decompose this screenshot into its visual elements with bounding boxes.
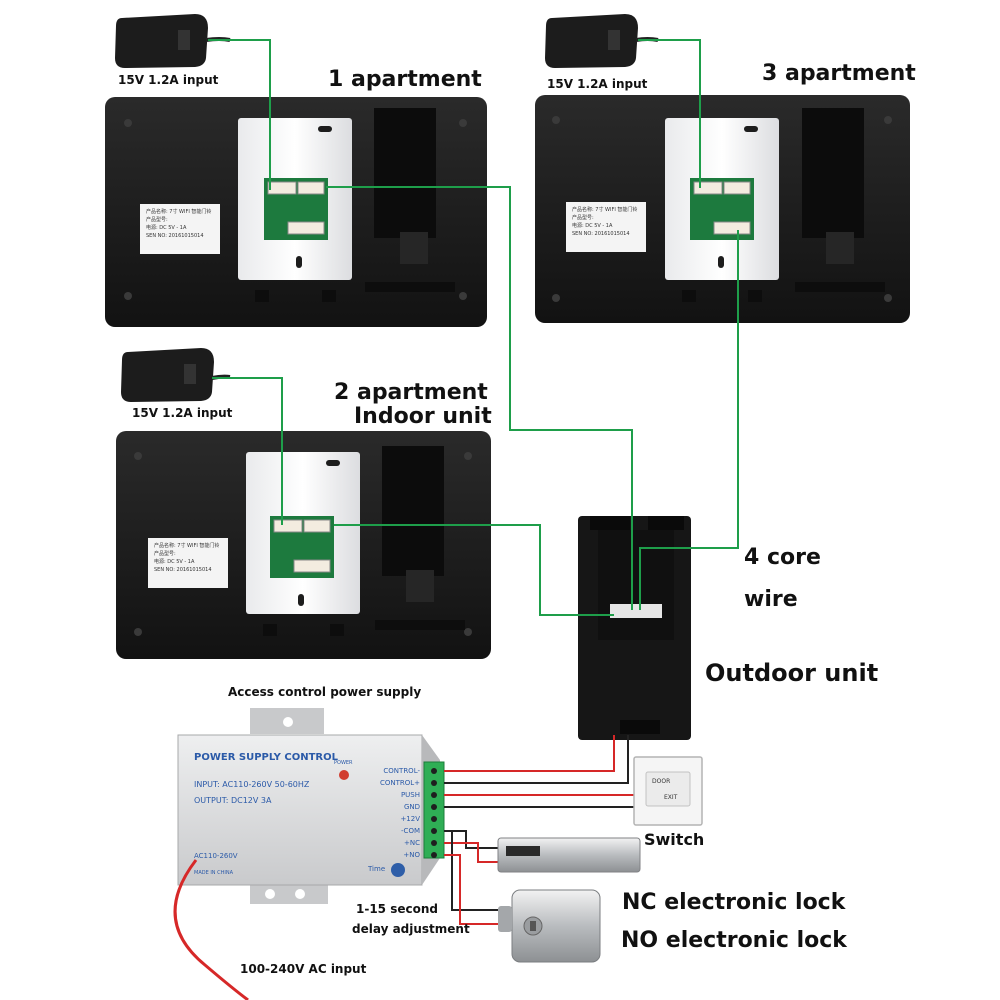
lock-wiring [444,735,636,925]
adapter-1-label: 15V 1.2A input [118,73,219,87]
power-led-label: POWER [334,760,353,766]
core-wire-label-1: 4 core [744,545,821,570]
power-adapter-2 [121,348,231,402]
indoor-monitor-1 [105,97,487,327]
power-box-output: OUTPUT: DC12V 3A [194,796,272,805]
monitor-2-sticker: 产品名称: 7寸 WIFI 智能门铃 产品型号: 电源: DC 5V - 1A … [154,542,228,574]
terminal-label: CONTROL+ [379,779,420,787]
nc-magnetic-lock [497,837,641,873]
no-lock-label: NO electronic lock [621,928,847,953]
sticker-line: 电源: DC 5V - 1A [572,223,613,229]
adapter-2-label: 15V 1.2A input [132,406,233,420]
power-box-time: Time [368,865,386,873]
sticker-line: 产品名称: 7寸 WIFI 智能门铃 [572,207,638,213]
monitor-1-sticker: 产品名称: 7寸 WIFI 智能门铃 产品型号: 电源: DC 5V - 1A … [146,208,220,240]
exit-button-door: DOOR [652,778,671,785]
terminal-label: +NC [404,839,420,847]
sticker-line: 电源: DC 5V - 1A [146,225,187,231]
delay-label-2: delay adjustment [352,922,470,936]
ac-input-label: 100-240V AC input [240,962,367,976]
terminal-label: PUSH [400,791,420,799]
terminal-label: +12V [400,815,420,823]
no-electronic-lock [498,889,601,963]
monitor-3-sticker: 产品名称: 7寸 WIFI 智能门铃 产品型号: 电源: DC 5V - 1A … [572,206,646,238]
outdoor-unit [578,516,691,740]
exit-button-exit: EXIT [664,794,678,801]
sticker-line: 产品名称: 7寸 WIFI 智能门铃 [146,209,212,215]
indoor-unit-label: Indoor unit [354,404,492,429]
ac-input-cable [173,859,249,1000]
sticker-line: 产品型号: [572,215,594,221]
power-box-ac: AC110-260V [194,852,238,860]
terminal-label: +NO [403,851,420,859]
power-box-made: MADE IN CHINA [194,870,234,876]
apartment-3-label: 3 apartment [762,61,916,86]
apartment-1-label: 1 apartment [328,67,482,92]
indoor-monitor-2 [116,431,491,659]
terminal-labels: CONTROL- CONTROL+ PUSH GND +12V -COM +NC… [364,765,420,861]
delay-label-1: 1-15 second [356,902,438,916]
sticker-line: SEN NO: 20161015014 [146,233,204,239]
indoor-monitor-3 [535,95,910,323]
access-power-label: Access control power supply [228,685,422,699]
apartment-2-label: 2 apartment [334,380,488,405]
switch-label: Switch [644,830,705,849]
sticker-line: 产品型号: [154,551,176,557]
nc-lock-label: NC electronic lock [622,890,846,915]
access-power-supply [177,708,445,904]
terminal-label: CONTROL- [383,767,420,775]
terminal-label: -COM [401,827,420,835]
core-wire-label-2: wire [744,587,798,612]
exit-switch [633,756,703,826]
sticker-line: 产品型号: [146,217,168,223]
terminal-label: GND [403,803,420,811]
sticker-line: 产品名称: 7寸 WIFI 智能门铃 [154,543,220,549]
power-box-input: INPUT: AC110-260V 50-60HZ [194,780,310,789]
adapter-3-label: 15V 1.2A input [547,77,648,91]
power-box-title: POWER SUPPLY CONTROL [194,752,338,763]
sticker-line: 电源: DC 5V - 1A [154,559,195,565]
sticker-line: SEN NO: 20161015014 [572,231,630,237]
four-core-wiring [208,39,739,616]
sticker-line: SEN NO: 20161015014 [154,567,212,573]
outdoor-unit-label: Outdoor unit [705,659,879,687]
